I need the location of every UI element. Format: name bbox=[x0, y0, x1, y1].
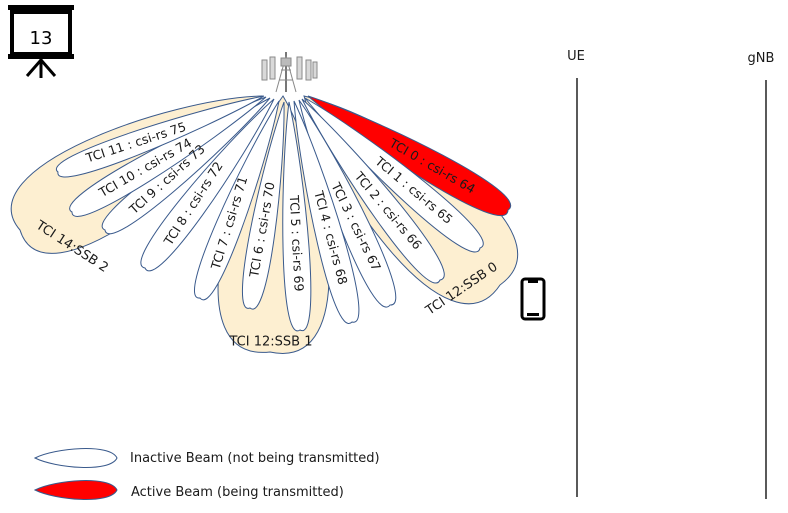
legend: Inactive Beam (not being transmitted) Ac… bbox=[33, 448, 380, 500]
phone-icon bbox=[520, 277, 546, 321]
legend-inactive-label: Inactive Beam (not being transmitted) bbox=[130, 451, 380, 466]
csi-beam-6 bbox=[241, 101, 285, 310]
cell-tower-icon bbox=[261, 52, 318, 93]
slide-number: 13 bbox=[30, 28, 53, 49]
csi-beam-11 bbox=[55, 95, 265, 178]
csi-beam-2 bbox=[301, 98, 445, 284]
gnb-label: gNB bbox=[748, 51, 775, 66]
csi-beam-label-5: TCI 5 : csi-rs 69 bbox=[287, 194, 307, 292]
legend-active-label: Active Beam (being transmitted) bbox=[131, 485, 344, 500]
legend-inactive-beam-icon bbox=[33, 448, 118, 468]
csi-beam-7 bbox=[194, 100, 280, 301]
csi-beam-8 bbox=[140, 98, 275, 272]
projector-screen-icon bbox=[8, 5, 74, 78]
csi-beam-5 bbox=[282, 101, 312, 332]
ue-label: UE bbox=[567, 49, 585, 64]
ssb-beam-label-1: TCI 12:SSB 1 bbox=[229, 335, 313, 350]
legend-active-beam-icon bbox=[33, 480, 118, 500]
csi-beam-4 bbox=[293, 100, 360, 324]
